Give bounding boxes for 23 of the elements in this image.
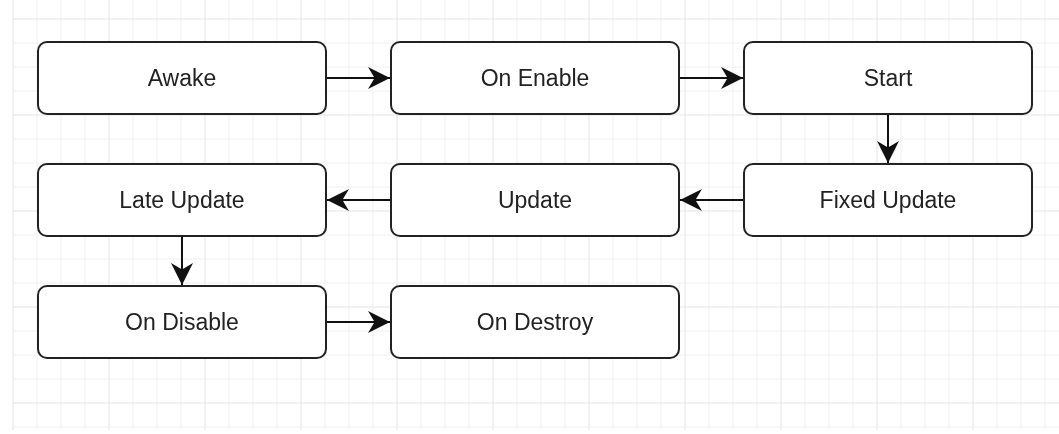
step-label: On Enable — [480, 64, 590, 92]
process-box — [37, 285, 327, 359]
arrow — [326, 311, 391, 333]
arrow — [877, 114, 899, 164]
arrow — [326, 189, 391, 211]
step-label: On Destroy — [476, 308, 594, 336]
process-box — [390, 285, 680, 359]
arrow — [679, 67, 744, 89]
process-box — [390, 163, 680, 237]
step-label: Fixed Update — [819, 186, 957, 214]
arrow — [679, 189, 744, 211]
process-box — [37, 41, 327, 115]
process-box — [743, 41, 1033, 115]
step-label: Start — [863, 64, 913, 92]
step-label: Awake — [147, 64, 217, 92]
step-label: Late Update — [119, 186, 245, 214]
arrow — [171, 236, 193, 286]
process-box — [743, 163, 1033, 237]
process-box — [390, 41, 680, 115]
step-label: On Disable — [125, 308, 239, 336]
process-box — [37, 163, 327, 237]
arrow — [326, 67, 391, 89]
step-label: Update — [497, 186, 573, 214]
